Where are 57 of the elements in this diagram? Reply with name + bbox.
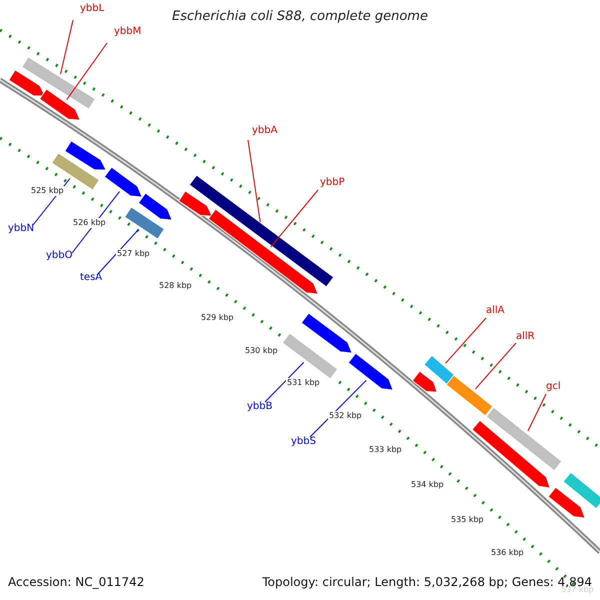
gene-label: ybbP — [320, 178, 345, 188]
gene-label: ybbB — [247, 402, 272, 412]
scale-label: 531 kbp — [286, 378, 321, 388]
scale-label: 529 kbp — [200, 313, 235, 323]
gene-bar — [412, 370, 438, 392]
gene-bar — [124, 206, 165, 240]
gene-label: allA — [486, 306, 505, 316]
leader-line — [66, 42, 108, 100]
gene-bar — [8, 69, 46, 96]
scale-label: 537 kbp — [560, 585, 595, 595]
footer-text: Topology: circular; Length: 5,032,268 bp; Genes: 4,894 — [262, 576, 592, 588]
scale-label: 535 kbp — [450, 515, 485, 525]
gene-bar — [548, 486, 586, 518]
gene-bar — [424, 354, 456, 386]
gene-label: ybbL — [80, 4, 104, 14]
leader-line — [475, 342, 516, 390]
scale-label: 532 kbp — [328, 411, 363, 421]
gene-bar — [562, 472, 600, 510]
gene-label: tesA — [80, 273, 102, 283]
leader-line — [264, 362, 304, 402]
leader-line — [445, 318, 486, 364]
gene-label: ybbS — [291, 437, 316, 447]
leader-line — [60, 20, 74, 75]
title: Escherichia coli S88, complete genome — [171, 10, 429, 23]
scale-label: 534 kbp — [410, 480, 445, 490]
gene-bar — [208, 208, 319, 294]
gene-bar — [39, 88, 81, 120]
gene-bar — [178, 190, 213, 216]
leader-line — [248, 140, 261, 223]
scale-label: 526 kbp — [72, 218, 107, 228]
gene-bar — [21, 56, 96, 110]
gene-bar — [348, 352, 394, 390]
gene-bar — [64, 140, 107, 170]
leader-line — [96, 229, 139, 276]
leader-line — [270, 190, 318, 248]
footer-text: Accession: NC_011742 — [8, 576, 144, 588]
gene-label: gcl — [546, 382, 561, 392]
scale-label: 527 kbp — [116, 249, 151, 259]
scale-label: 530 kbp — [244, 346, 279, 356]
gene-bar — [446, 374, 494, 416]
scale-label: 536 kbp — [490, 548, 525, 558]
scale-label: 528 kbp — [158, 281, 193, 291]
gene-bar — [486, 406, 562, 472]
scale-label: 533 kbp — [368, 445, 403, 455]
gene-bar — [300, 312, 353, 354]
leader-line — [528, 394, 546, 432]
scale-label: 525 kbp — [30, 186, 65, 196]
gene-bar — [138, 192, 173, 220]
gene-label: ybbO — [46, 251, 72, 261]
gene-label: ybbM — [114, 27, 142, 37]
gene-label: ybbA — [252, 126, 278, 136]
gene-bar — [472, 420, 551, 488]
gene-bar — [104, 166, 143, 198]
gene-label: ybbN — [8, 224, 34, 234]
gene-bar — [282, 332, 338, 380]
gene-label: allR — [516, 332, 535, 342]
leader-line — [310, 380, 367, 438]
